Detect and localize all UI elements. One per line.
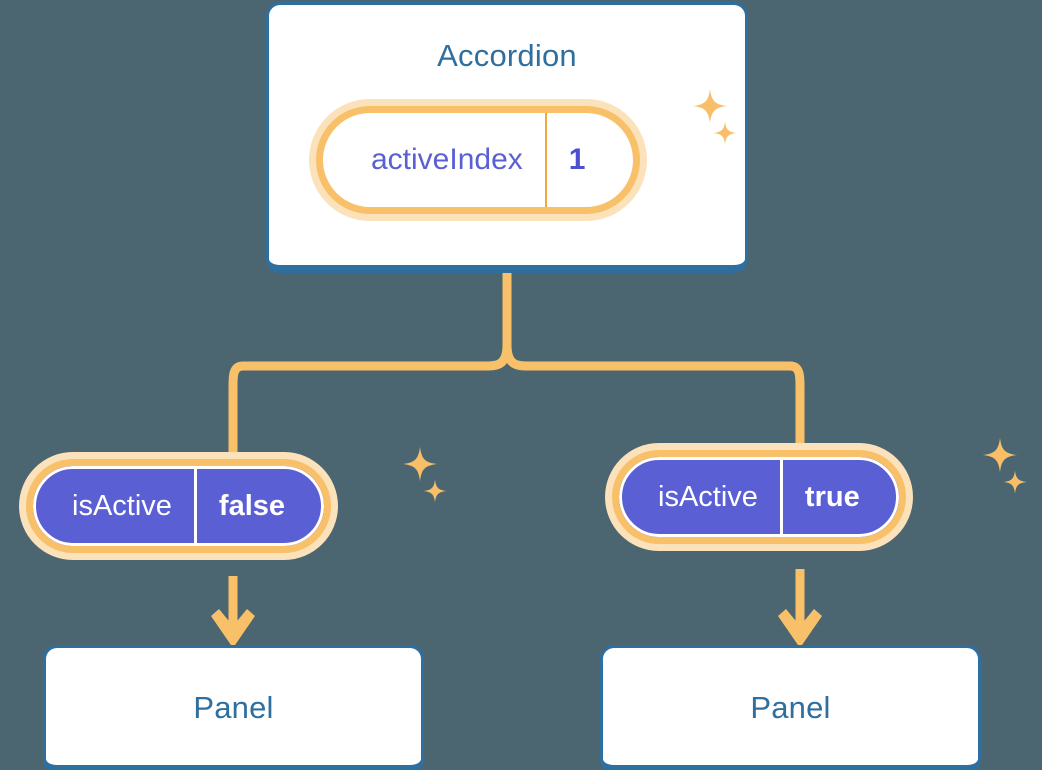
state-value-activeindex: 1 (544, 113, 634, 207)
wire-branch-left (228, 340, 512, 457)
sparkle-icon-large-left (402, 446, 438, 482)
state-pill-isactive-false[interactable]: isActive false (19, 452, 339, 560)
state-key-isactive-right: isActive (658, 480, 758, 513)
state-key-activeindex: activeIndex (371, 143, 523, 176)
wire-branch-right (502, 340, 805, 448)
component-card-panel-right[interactable]: Panel (600, 645, 981, 770)
component-title-accordion: Accordion (437, 38, 577, 73)
arrow-down-icon-left (211, 609, 255, 648)
state-value-isactive-left: false (193, 469, 321, 543)
state-value-isactive-right: true (779, 460, 896, 534)
component-title-panel-right: Panel (750, 690, 831, 725)
sparkle-icon-small-right (1003, 470, 1027, 494)
sparkle-icon-small-root (713, 121, 737, 145)
state-pill-activeindex[interactable]: activeIndex 1 (309, 99, 648, 221)
sparkle-icon-small-left (423, 479, 447, 503)
component-card-panel-left[interactable]: Panel (43, 645, 424, 770)
component-title-panel-left: Panel (193, 690, 274, 725)
state-pill-isactive-true[interactable]: isActive true (605, 443, 913, 551)
arrow-down-icon-right (778, 609, 822, 648)
sparkle-icon-large-right (982, 437, 1018, 473)
sparkle-icon-large-root (692, 88, 728, 124)
state-key-isactive-left: isActive (72, 489, 172, 522)
